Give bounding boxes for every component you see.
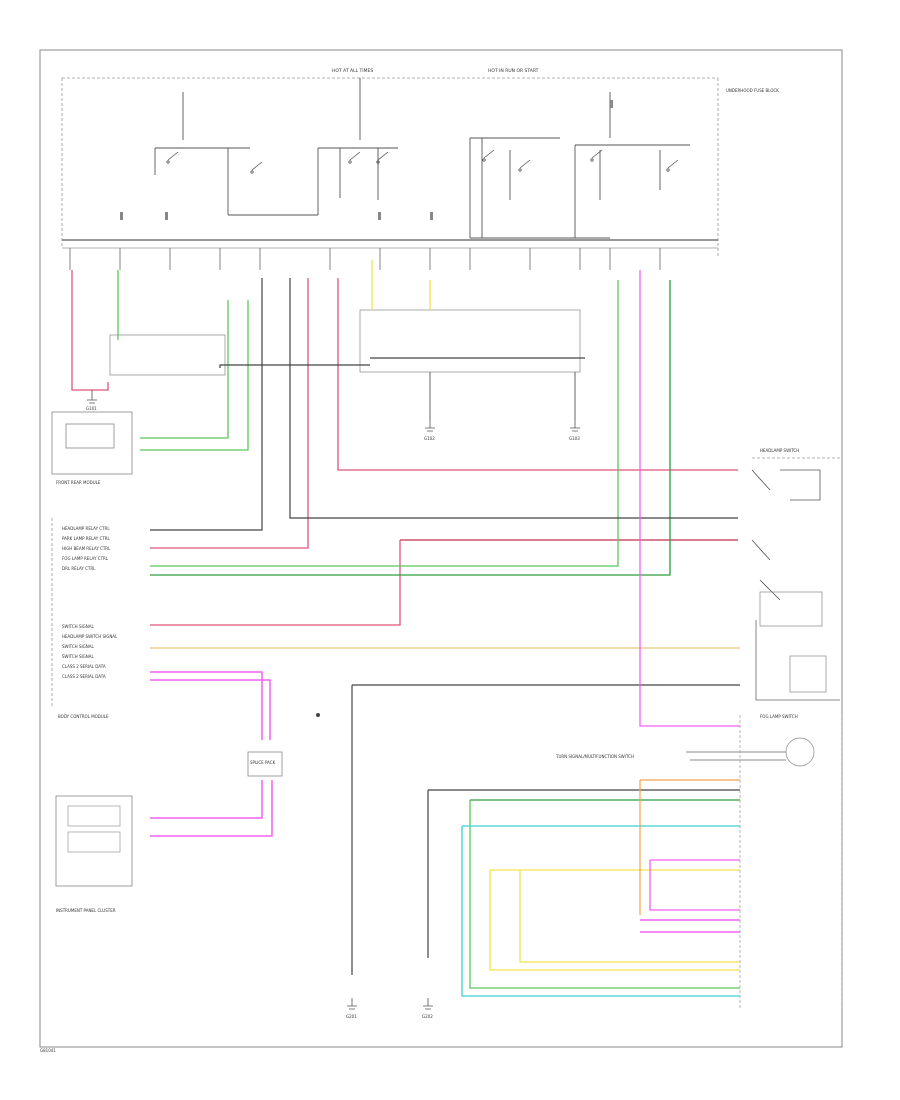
wire-magenta-3: [150, 679, 271, 740]
switch-right-2: [751, 539, 781, 601]
wire-red-drop: [150, 540, 401, 626]
ground-symbols: [87, 390, 580, 1010]
fuse-block-label: UNDERHOOD FUSE BLOCK: [726, 88, 779, 93]
svg-text:PARK LAMP RELAY CTRL: PARK LAMP RELAY CTRL: [62, 536, 111, 541]
wire-magenta-5: [150, 780, 273, 837]
headlamp-switch-label: HEADLAMP SWITCH: [760, 448, 799, 453]
right-box-1: [759, 591, 823, 627]
ipc-box: [55, 795, 133, 887]
wire-magenta-4: [150, 780, 263, 819]
wire-yellow-3: [489, 870, 740, 971]
splice-pack-box: [247, 751, 283, 777]
bus-drops: [69, 248, 661, 270]
ipc-label: INSTRUMENT PANEL CLUSTER: [56, 908, 116, 913]
svg-text:G201: G201: [346, 1014, 357, 1019]
svg-text:CLASS 2 SERIAL DATA: CLASS 2 SERIAL DATA: [62, 674, 106, 679]
svg-text:G103: G103: [569, 436, 580, 441]
bcm-lines: HEADLAMP RELAY CTRL PARK LAMP RELAY CTRL…: [62, 526, 111, 571]
switch-lines: SWITCH SIGNAL HEADLAMP SWITCH SIGNAL SWI…: [62, 624, 118, 679]
splice-pack-label: SPLICE PACK: [250, 760, 276, 765]
wire-green-3: [140, 300, 249, 451]
fog-lamp-switch-label: FOG LAMP SWITCH: [760, 714, 798, 719]
wire-green-4: [150, 280, 619, 567]
top-feeds: [154, 78, 690, 239]
wire-cyan-1: [461, 826, 740, 997]
svg-text:SWITCH SIGNAL: SWITCH SIGNAL: [62, 644, 95, 649]
svg-text:SWITCH SIGNAL: SWITCH SIGNAL: [62, 624, 95, 629]
wire-dark-1: [289, 278, 738, 519]
svg-text:G202: G202: [422, 1014, 433, 1019]
turn-switch-circle: [785, 737, 815, 767]
wire-dark-4: [219, 364, 370, 368]
right-bracket: [739, 715, 843, 1008]
svg-text:G102: G102: [424, 436, 435, 441]
relay-switches: [166, 149, 679, 174]
wire-green-5: [150, 280, 671, 576]
right-box-2: [789, 655, 827, 693]
wire-yellow-4: [519, 870, 740, 963]
diagram-border: [39, 49, 843, 1048]
wire-green-6: [469, 800, 740, 989]
svg-text:G101: G101: [86, 406, 97, 411]
svg-text:CLASS 2 SERIAL DATA: CLASS 2 SERIAL DATA: [62, 664, 106, 669]
svg-text:HEADLAMP RELAY CTRL: HEADLAMP RELAY CTRL: [62, 526, 110, 531]
body-control-label: BODY CONTROL MODULE: [58, 714, 109, 719]
front-module-box: [51, 411, 133, 475]
wire-green-2: [140, 300, 229, 439]
right-connector-line: [755, 620, 840, 701]
svg-text:SWITCH SIGNAL: SWITCH SIGNAL: [62, 654, 95, 659]
wire-magenta-1: [639, 270, 740, 727]
front-module-label: FRONT REAR MODULE: [56, 480, 101, 485]
svg-text:DRL RELAY CTRL: DRL RELAY CTRL: [62, 566, 96, 571]
svg-text:HIGH BEAM RELAY CTRL: HIGH BEAM RELAY CTRL: [62, 546, 111, 551]
wire-red-main: [337, 278, 738, 471]
turn-signal-label: TURN SIGNAL/MULTIFUNCTION SWITCH: [555, 754, 634, 759]
wire-red-left: [71, 270, 109, 391]
ground-labels: G101 G102 G103 G201 G202: [86, 406, 580, 1019]
svg-text:FOG LAMP RELAY CTRL: FOG LAMP RELAY CTRL: [62, 556, 109, 561]
hot-at-all-times-label: HOT AT ALL TIMES: [332, 68, 373, 74]
wire-dark-2: [150, 278, 263, 531]
wire-magenta-2: [150, 671, 263, 740]
turn-switch-line: [686, 751, 786, 761]
wire-red-lower: [150, 278, 309, 549]
ipc-inner-1: [67, 805, 121, 827]
switch-right-1: [751, 469, 821, 501]
front-module-inner: [65, 423, 115, 449]
relay-group-center: [359, 309, 581, 373]
ipc-inner-2: [67, 831, 121, 853]
footer-code: G81041: [40, 1048, 56, 1053]
connector-dot: [316, 713, 320, 717]
relay-group-left: [109, 334, 226, 376]
fuses: [120, 100, 613, 220]
wire-magenta-8: [649, 860, 740, 911]
svg-text:HEADLAMP SWITCH SIGNAL: HEADLAMP SWITCH SIGNAL: [62, 634, 118, 639]
hot-in-run-label: HOT IN RUN OR START: [488, 68, 539, 74]
